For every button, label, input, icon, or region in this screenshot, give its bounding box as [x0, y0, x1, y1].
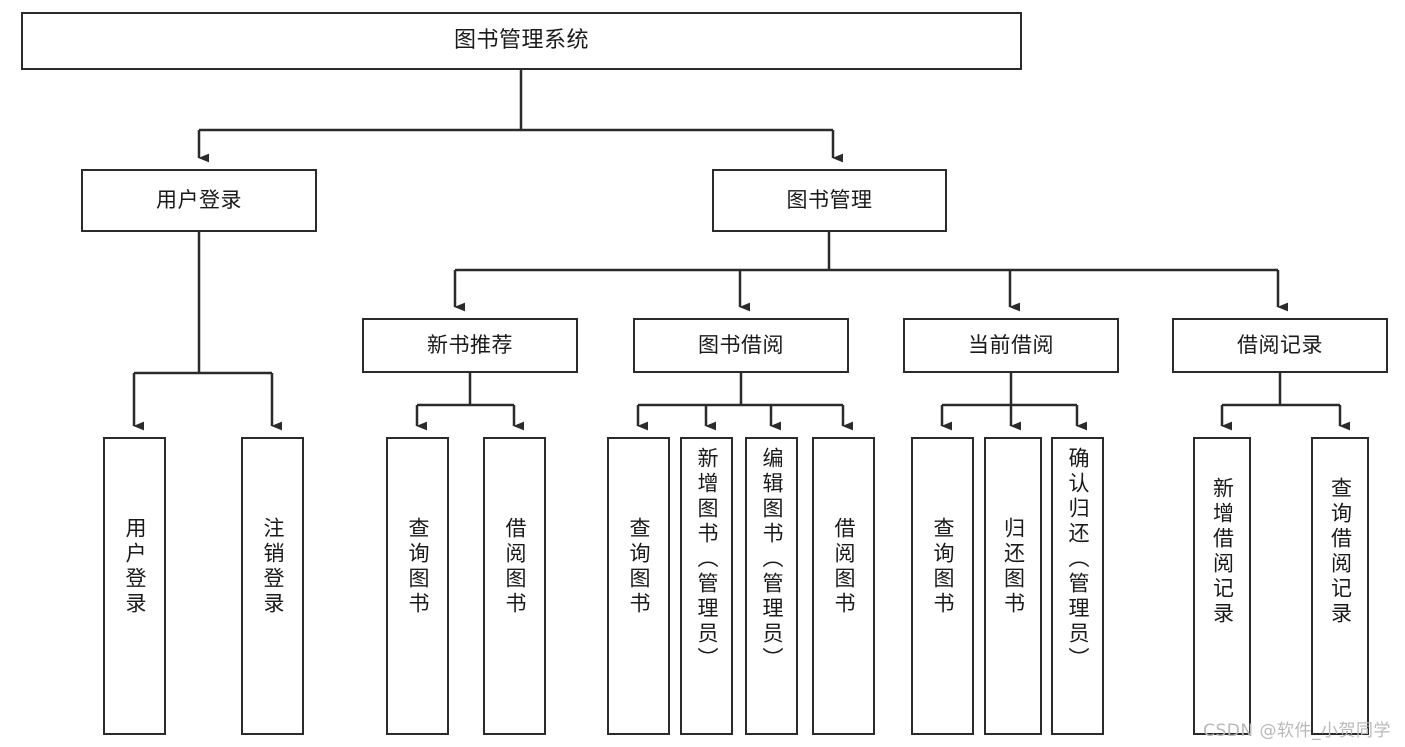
edge-bookmanagement-to-level3 [453, 232, 1289, 312]
edge-currentborrow-to-leaves [940, 373, 1088, 431]
node-root[interactable]: 图书管理系统 [21, 12, 1022, 70]
edge-root-to-level2 [197, 70, 844, 163]
node-borrow-record[interactable]: 借阅记录 [1172, 318, 1388, 373]
edge-newbookrecommend-to-leaves [415, 373, 525, 431]
node-leaf-query-book-2[interactable]: 查询图书 [607, 437, 670, 735]
node-borrow-record-label: 借阅记录 [1237, 333, 1323, 358]
node-leaf-query-record[interactable]: 查询借阅记录 [1311, 437, 1369, 735]
node-leaf-borrow-book-1-label: 借阅图书 [503, 517, 527, 617]
node-leaf-query-book-3[interactable]: 查询图书 [911, 437, 974, 735]
node-book-borrow-label: 图书借阅 [698, 333, 784, 358]
node-user-login-label: 用户登录 [156, 188, 242, 213]
node-current-borrow-label: 当前借阅 [968, 333, 1054, 358]
node-leaf-query-book-3-label: 查询图书 [931, 517, 955, 617]
node-leaf-user-login-label: 用户登录 [123, 517, 147, 617]
csdn-watermark: CSDN @软件_小贺同学 [1203, 721, 1391, 741]
node-leaf-query-book-1[interactable]: 查询图书 [386, 437, 449, 735]
node-leaf-query-book-2-label: 查询图书 [627, 517, 651, 617]
node-root-label: 图书管理系统 [453, 27, 589, 53]
node-leaf-borrow-book-1[interactable]: 借阅图书 [483, 437, 546, 735]
node-leaf-borrow-book-2-label: 借阅图书 [832, 517, 856, 617]
node-leaf-borrow-book-2[interactable]: 借阅图书 [812, 437, 875, 735]
node-leaf-user-logout-label: 注销登录 [261, 517, 285, 617]
node-leaf-add-book[interactable]: 新增图书（管理员） [680, 437, 733, 735]
node-user-login[interactable]: 用户登录 [81, 169, 317, 232]
node-book-borrow[interactable]: 图书借阅 [633, 318, 849, 373]
node-leaf-return-book[interactable]: 归还图书 [984, 437, 1042, 735]
edge-bookborrow-to-leaves [636, 373, 854, 431]
node-book-management[interactable]: 图书管理 [712, 169, 947, 232]
node-leaf-query-book-1-label: 查询图书 [406, 517, 430, 617]
edge-userlogin-to-leaves [132, 232, 283, 431]
node-leaf-return-book-label: 归还图书 [1001, 517, 1026, 617]
node-leaf-user-logout[interactable]: 注销登录 [241, 437, 304, 735]
node-leaf-user-login[interactable]: 用户登录 [103, 437, 166, 735]
node-leaf-confirm-return[interactable]: 确认归还（管理员） [1051, 437, 1104, 735]
node-leaf-edit-book[interactable]: 编辑图书（管理员） [745, 437, 798, 735]
node-new-book-recommend[interactable]: 新书推荐 [362, 318, 578, 373]
node-new-book-recommend-label: 新书推荐 [427, 333, 513, 358]
node-current-borrow[interactable]: 当前借阅 [903, 318, 1119, 373]
node-leaf-query-record-label: 查询借阅记录 [1328, 477, 1353, 627]
node-leaf-edit-book-label: 编辑图书（管理员） [760, 447, 784, 672]
node-leaf-add-record[interactable]: 新增借阅记录 [1193, 437, 1251, 735]
node-leaf-add-book-label: 新增图书（管理员） [695, 447, 719, 672]
node-leaf-add-record-label: 新增借阅记录 [1210, 477, 1235, 627]
node-leaf-confirm-return-label: 确认归还（管理员） [1066, 447, 1090, 672]
node-book-management-label: 图书管理 [786, 188, 873, 213]
edge-borrowrecord-to-leaves [1220, 373, 1351, 431]
